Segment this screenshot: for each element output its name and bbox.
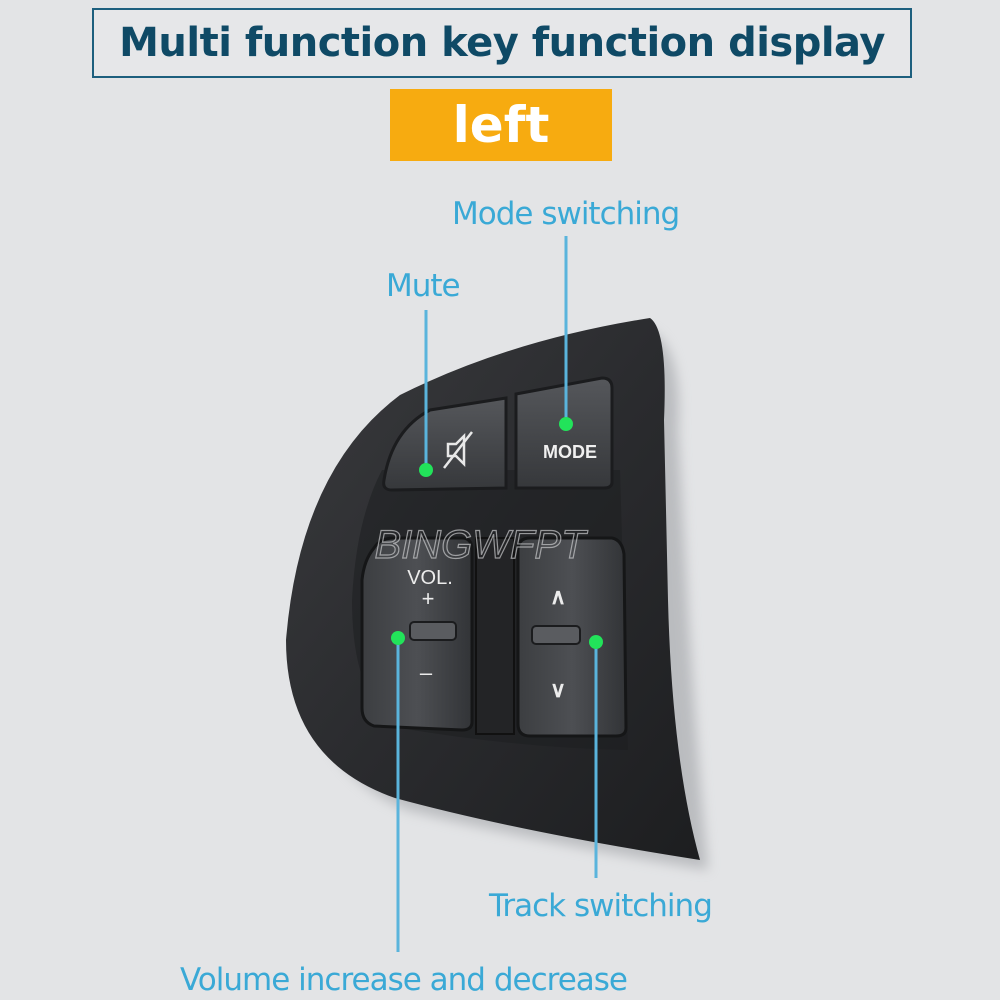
mute-label: Mute bbox=[386, 268, 461, 304]
volume-rocker[interactable]: VOL. + – bbox=[360, 536, 474, 732]
mode-button[interactable]: MODE bbox=[514, 376, 614, 490]
track-rocker[interactable]: ∧ ∨ bbox=[516, 536, 628, 738]
vol-plus-label: + bbox=[422, 586, 435, 611]
track-marker-dot bbox=[589, 635, 603, 649]
vol-rocker-nub bbox=[409, 621, 457, 641]
mute-button[interactable] bbox=[382, 396, 508, 492]
side-badge: left bbox=[390, 89, 612, 161]
mode-button-label: MODE bbox=[543, 442, 597, 462]
volume-label: Volume increase and decrease bbox=[180, 962, 628, 998]
track-down-icon: ∨ bbox=[550, 677, 566, 702]
watermark: BINGWFPT bbox=[374, 523, 588, 567]
mute-marker-dot bbox=[419, 463, 433, 477]
mode-marker-dot bbox=[559, 417, 573, 431]
speaker-mute-icon bbox=[443, 431, 473, 469]
track-rocker-nub bbox=[531, 625, 581, 645]
vol-minus-label: – bbox=[420, 660, 433, 685]
page-title: Multi function key function display bbox=[119, 20, 885, 66]
mode-switching-label: Mode switching bbox=[452, 196, 680, 232]
track-up-icon: ∧ bbox=[550, 584, 566, 609]
volume-marker-dot bbox=[391, 631, 405, 645]
center-divider bbox=[475, 537, 515, 735]
side-label: left bbox=[452, 96, 550, 154]
title-box: Multi function key function display bbox=[92, 8, 912, 78]
vol-label: VOL. bbox=[407, 567, 453, 589]
track-switching-label: Track switching bbox=[489, 888, 713, 924]
